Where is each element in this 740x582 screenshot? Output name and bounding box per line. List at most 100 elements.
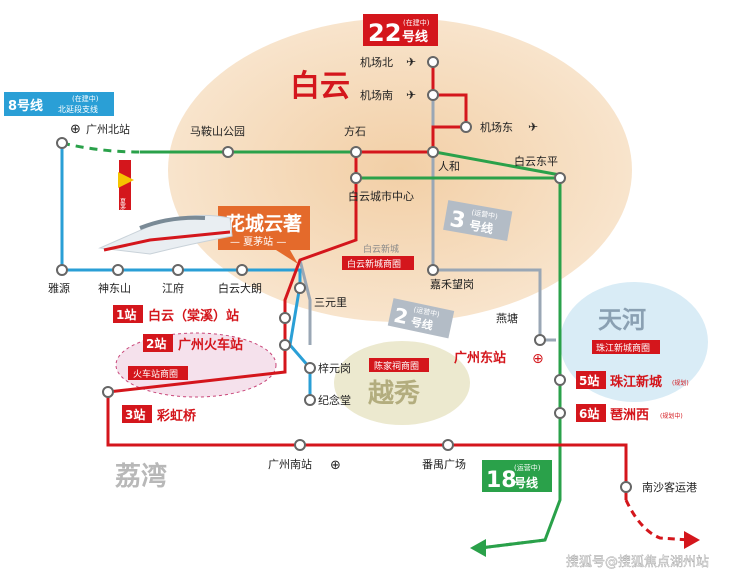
project-callout: 花城云著 — 夏茅站 — bbox=[218, 206, 310, 264]
label-renhe: 人和 bbox=[438, 160, 460, 173]
station-dot-sanyuanli bbox=[294, 282, 306, 294]
label-jichangdong: 机场东 bbox=[480, 120, 513, 134]
xiamao-marker: 夏茅站 bbox=[118, 160, 134, 217]
label-panyuguangchang: 番禺广场 bbox=[422, 457, 466, 471]
line-18-badge: 18 (运营中) 号线 bbox=[482, 460, 552, 493]
line-2-badge: 2 (运营中) 号线 bbox=[387, 298, 455, 339]
svg-text:号线: 号线 bbox=[402, 29, 428, 45]
yuexiu-district-area bbox=[334, 341, 470, 425]
label-jichangnan: 机场南 bbox=[360, 88, 393, 102]
project-title: 花城云著 bbox=[226, 212, 302, 235]
svg-text:琶洲西: 琶洲西 bbox=[610, 407, 649, 423]
label-jiahewanggang: 嘉禾望岗 bbox=[430, 277, 474, 291]
svg-text:(规划): (规划) bbox=[672, 379, 689, 387]
svg-text:火车站商圈: 火车站商圈 bbox=[133, 368, 178, 380]
svg-text:3: 3 bbox=[448, 207, 467, 234]
label-jiniantang: 纪念堂 bbox=[318, 393, 351, 407]
station-dot-yuexiu-mid bbox=[294, 439, 306, 451]
label-yayuan: 雅源 bbox=[48, 281, 70, 295]
svg-text:2站: 2站 bbox=[146, 336, 166, 351]
label-zizhugang: 梓元岗 bbox=[318, 361, 351, 375]
district-baiyun: 白云 bbox=[290, 69, 350, 104]
label-sanyuanli: 三元里 bbox=[314, 296, 347, 309]
station-dot-jichangdong bbox=[460, 121, 472, 133]
project-subtitle: — 夏茅站 — bbox=[230, 235, 286, 248]
plane-icon-1: ✈ bbox=[406, 55, 416, 69]
label-guangzhounan: 广州南站 bbox=[268, 457, 312, 471]
station-dot-jichangnan bbox=[427, 89, 439, 101]
line-18-arrow bbox=[470, 539, 486, 557]
svg-text:22: 22 bbox=[368, 19, 401, 47]
svg-text:白云新城商圈: 白云新城商圈 bbox=[347, 258, 401, 270]
label-fangshi: 方石 bbox=[344, 124, 366, 138]
label-guangzhoubei: 广州北站 bbox=[86, 122, 130, 136]
station-dot-baiyundongping bbox=[554, 172, 566, 184]
numbered-station-1: 1站 白云（棠溪）站 bbox=[113, 305, 239, 324]
label-jiangfu: 江府 bbox=[162, 281, 184, 295]
circle-baiyun-new: 白云新城 白云新城商圈 bbox=[342, 243, 414, 270]
svg-text:3站: 3站 bbox=[125, 407, 145, 422]
numbered-station-3: 3站 彩虹桥 bbox=[122, 405, 197, 424]
label-shendongshan: 神东山 bbox=[98, 281, 131, 295]
line-22-badge: 22 (在建中) 号线 bbox=[363, 14, 438, 47]
svg-text:6站: 6站 bbox=[579, 406, 599, 421]
rail-icon-gzdong: ⊕ bbox=[532, 351, 544, 367]
station-dot-zhujiangxincheng bbox=[554, 374, 566, 386]
label-baiyuncity: 白云城市中心 bbox=[348, 189, 414, 203]
svg-text:北延段支线: 北延段支线 bbox=[58, 104, 98, 114]
svg-text:8号线: 8号线 bbox=[8, 98, 43, 114]
station-dot-zizhugang bbox=[304, 362, 316, 374]
svg-text:号线: 号线 bbox=[514, 475, 538, 490]
numbered-station-2: 2站 广州火车站 bbox=[143, 334, 243, 353]
label-guangzhoudong: 广州东站 bbox=[454, 350, 506, 366]
svg-text:白云（棠溪）站: 白云（棠溪）站 bbox=[148, 308, 239, 324]
svg-text:(运营中): (运营中) bbox=[514, 463, 541, 472]
station-dot-jiangfu bbox=[172, 264, 184, 276]
station-dot-fangshi bbox=[350, 146, 362, 158]
station-dot-baiyundalang bbox=[236, 264, 248, 276]
station-dot-yayuan bbox=[56, 264, 68, 276]
svg-text:(在建中): (在建中) bbox=[403, 18, 430, 27]
station-dot-baiyuntangxi bbox=[279, 312, 291, 324]
station-dot-yantang bbox=[534, 334, 546, 346]
svg-text:2: 2 bbox=[392, 303, 411, 329]
svg-text:5站: 5站 bbox=[579, 373, 599, 388]
station-dot-renhe bbox=[427, 146, 439, 158]
train-illustration bbox=[98, 214, 233, 255]
line-3-badge: 3 (运营中) 号线 bbox=[443, 200, 513, 241]
line-22-dashed bbox=[624, 499, 691, 542]
numbered-station-5: 5站 珠江新城 (规划) bbox=[576, 371, 689, 390]
circle-chenjia: 陈家祠商圈 bbox=[369, 358, 429, 372]
svg-text:18: 18 bbox=[486, 468, 517, 493]
line-8-dashed bbox=[61, 141, 141, 154]
svg-text:(规划中): (规划中) bbox=[660, 412, 683, 420]
district-liwan: 荔湾 bbox=[115, 461, 167, 492]
numbered-station-6: 6站 琶洲西 (规划中) bbox=[576, 404, 683, 423]
svg-text:珠江新城: 珠江新城 bbox=[610, 374, 662, 390]
label-jichangbei: 机场北 bbox=[360, 55, 393, 69]
station-dot-jiniantang bbox=[304, 394, 316, 406]
line-22-arrow bbox=[684, 531, 700, 549]
station-dot-caihongqiao bbox=[102, 386, 114, 398]
station-markers bbox=[56, 56, 632, 493]
plane-icon-2: ✈ bbox=[406, 88, 416, 102]
circle-station: 火车站商圈 bbox=[128, 366, 188, 380]
line-2-path bbox=[298, 259, 312, 345]
svg-text:夏茅站: 夏茅站 bbox=[119, 198, 126, 217]
baiyun-district-area bbox=[168, 18, 632, 322]
svg-text:陈家祠商圈: 陈家祠商圈 bbox=[374, 360, 419, 372]
svg-text:彩虹桥: 彩虹桥 bbox=[156, 408, 197, 424]
station-dot-jiahewanggang bbox=[427, 264, 439, 276]
svg-text:号线: 号线 bbox=[410, 314, 434, 332]
label-nanshaport: 南沙客运港 bbox=[642, 480, 697, 494]
rail-icon-gzbei: ⊕ bbox=[70, 122, 81, 137]
rail-icon-gznan: ⊕ bbox=[330, 458, 341, 473]
label-baiyundongping: 白云东平 bbox=[514, 154, 558, 168]
station-dot-panyu bbox=[442, 439, 454, 451]
watermark: 搜狐号@搜狐焦点湖州站 bbox=[566, 555, 709, 570]
station-dot-guangzhouhuoche bbox=[279, 339, 291, 351]
label-maanshan: 马鞍山公园 bbox=[190, 124, 245, 138]
line-8-badge: 8号线 (在建中) 北延段支线 bbox=[4, 92, 114, 116]
plane-icon-3: ✈ bbox=[528, 120, 538, 134]
